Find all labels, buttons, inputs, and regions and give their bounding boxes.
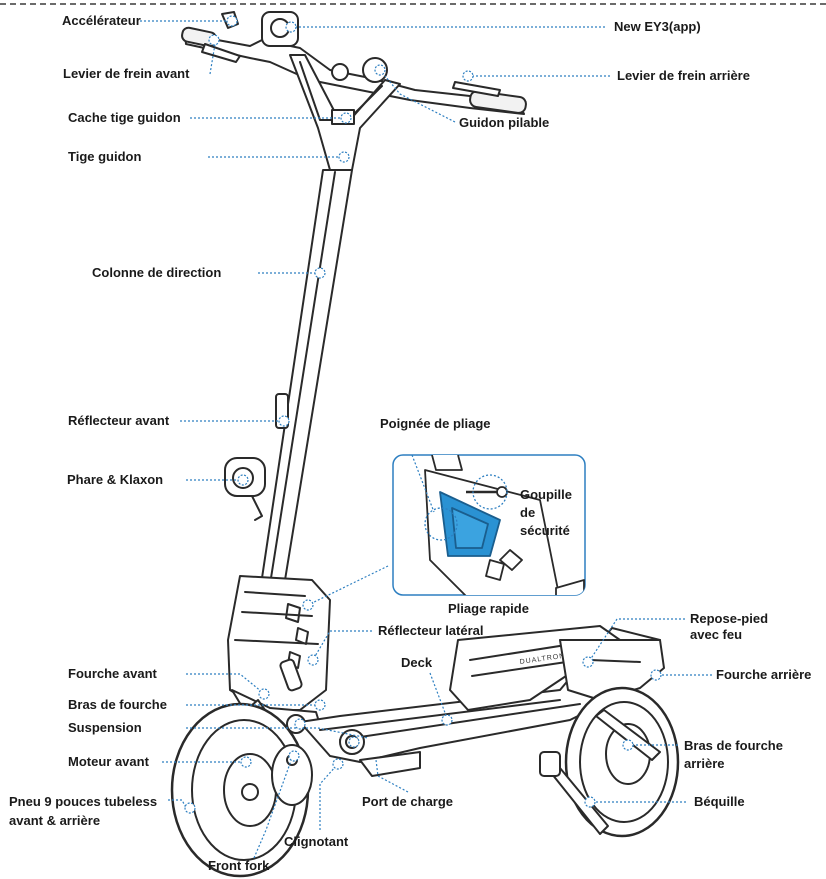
leader-lines (140, 20, 712, 859)
headlight (224, 457, 266, 521)
label-port-charge: Port de charge (362, 794, 454, 809)
hotspot-reflecteur-avant (278, 415, 290, 427)
hotspots (184, 15, 662, 814)
label-guidon-pilable: Guidon pilable (459, 115, 550, 130)
label-bras-fourche: Bras de fourche (68, 697, 167, 712)
hotspot-colonne (314, 267, 326, 279)
label-levier-frein-arriere: Levier de frein arrière (617, 68, 750, 83)
hotspot-tige-guidon (338, 151, 350, 163)
hotspot-cache-tige (340, 112, 352, 124)
leader-repose-pied (589, 618, 685, 661)
label-reflecteur-avant: Réflecteur avant (68, 413, 170, 428)
hotspot-accelerateur (226, 15, 238, 27)
hotspot-reflecteur-lateral (307, 654, 319, 666)
label-new-ey3: New EY3(app) (614, 19, 701, 34)
handlebar (181, 11, 527, 115)
hotspot-new-ey3 (285, 21, 297, 33)
hotspot-guidon-pilable (374, 64, 386, 76)
scooter-illustration: DUALTRON (170, 11, 680, 878)
steering-column (261, 169, 353, 581)
label-front-fork: Front fork (208, 858, 270, 873)
hotspot-bras-fourche-arriere (622, 739, 634, 751)
label-tige-guidon: Tige guidon (68, 149, 142, 164)
leader-clignotant (319, 765, 337, 830)
label-goupille-securite: Goupille de sécurité (520, 487, 572, 538)
label-pneu-tubeless: Pneu 9 pouces tubeless avant & arrière (9, 794, 158, 828)
leader-frein-avant (209, 43, 216, 75)
label-colonne-direction: Colonne de direction (92, 265, 222, 280)
hotspot-front-fork (288, 750, 300, 762)
leader-suspension (186, 727, 369, 739)
leader-reflecteur-lateral (313, 630, 372, 659)
hotspot-pneu (184, 802, 196, 814)
label-repose-pied: Repose-pied avec feu (690, 611, 769, 642)
hotspot-frein-arriere (462, 70, 474, 82)
leader-deck (429, 672, 448, 719)
hotspot-fourche-arriere (650, 669, 662, 681)
hotspot-suspension (294, 718, 306, 730)
label-pliage-rapide: Pliage rapide (448, 601, 529, 616)
hotspot-pliage-rapide (302, 599, 314, 611)
label-poignee-pliage: Poignée de pliage (380, 416, 491, 431)
leader-pneu (168, 799, 187, 809)
label-fourche-avant: Fourche avant (68, 666, 157, 681)
label-phare-klaxon: Phare & Klaxon (67, 472, 164, 487)
hotspot-repose-pied (582, 656, 594, 668)
leader-port-charge (375, 759, 409, 793)
leader-pliage-rapide (309, 565, 389, 605)
hotspot-moteur-avant (240, 756, 252, 768)
hotspot-phare (237, 474, 249, 486)
hotspot-fourche-avant (258, 688, 270, 700)
leader-front-fork (253, 757, 293, 859)
leader-fourche-avant (186, 673, 263, 693)
top-dashed-border (0, 3, 826, 5)
hotspot-bequille (584, 796, 596, 808)
label-reflecteur-lateral: Réflecteur latéral (378, 623, 484, 638)
hotspot-deck (441, 714, 453, 726)
folding-block (227, 575, 331, 711)
label-accelerateur: Accélérateur (62, 13, 141, 28)
label-suspension: Suspension (68, 720, 142, 735)
hotspot-frein-avant (208, 34, 220, 46)
hotspot-port-charge (348, 736, 360, 748)
label-bras-fourche-arriere: Bras de fourche arrière (684, 738, 783, 771)
hotspot-clignotant (332, 758, 344, 770)
kickstand (539, 751, 609, 835)
leader-guidon-pilable (384, 75, 456, 123)
label-cache-tige-guidon: Cache tige guidon (68, 110, 181, 125)
folding-inset (392, 454, 586, 596)
label-moteur-avant: Moteur avant (68, 754, 149, 769)
front-wheel (170, 702, 313, 878)
hotspot-bras-fourche (314, 699, 326, 711)
label-levier-frein-avant: Levier de frein avant (63, 66, 190, 81)
label-bequille: Béquille (694, 794, 745, 809)
label-deck: Deck (401, 655, 433, 670)
label-clignotant: Clignotant (284, 834, 349, 849)
deck: DUALTRON (299, 625, 665, 777)
label-fourche-arriere: Fourche arrière (716, 667, 812, 682)
